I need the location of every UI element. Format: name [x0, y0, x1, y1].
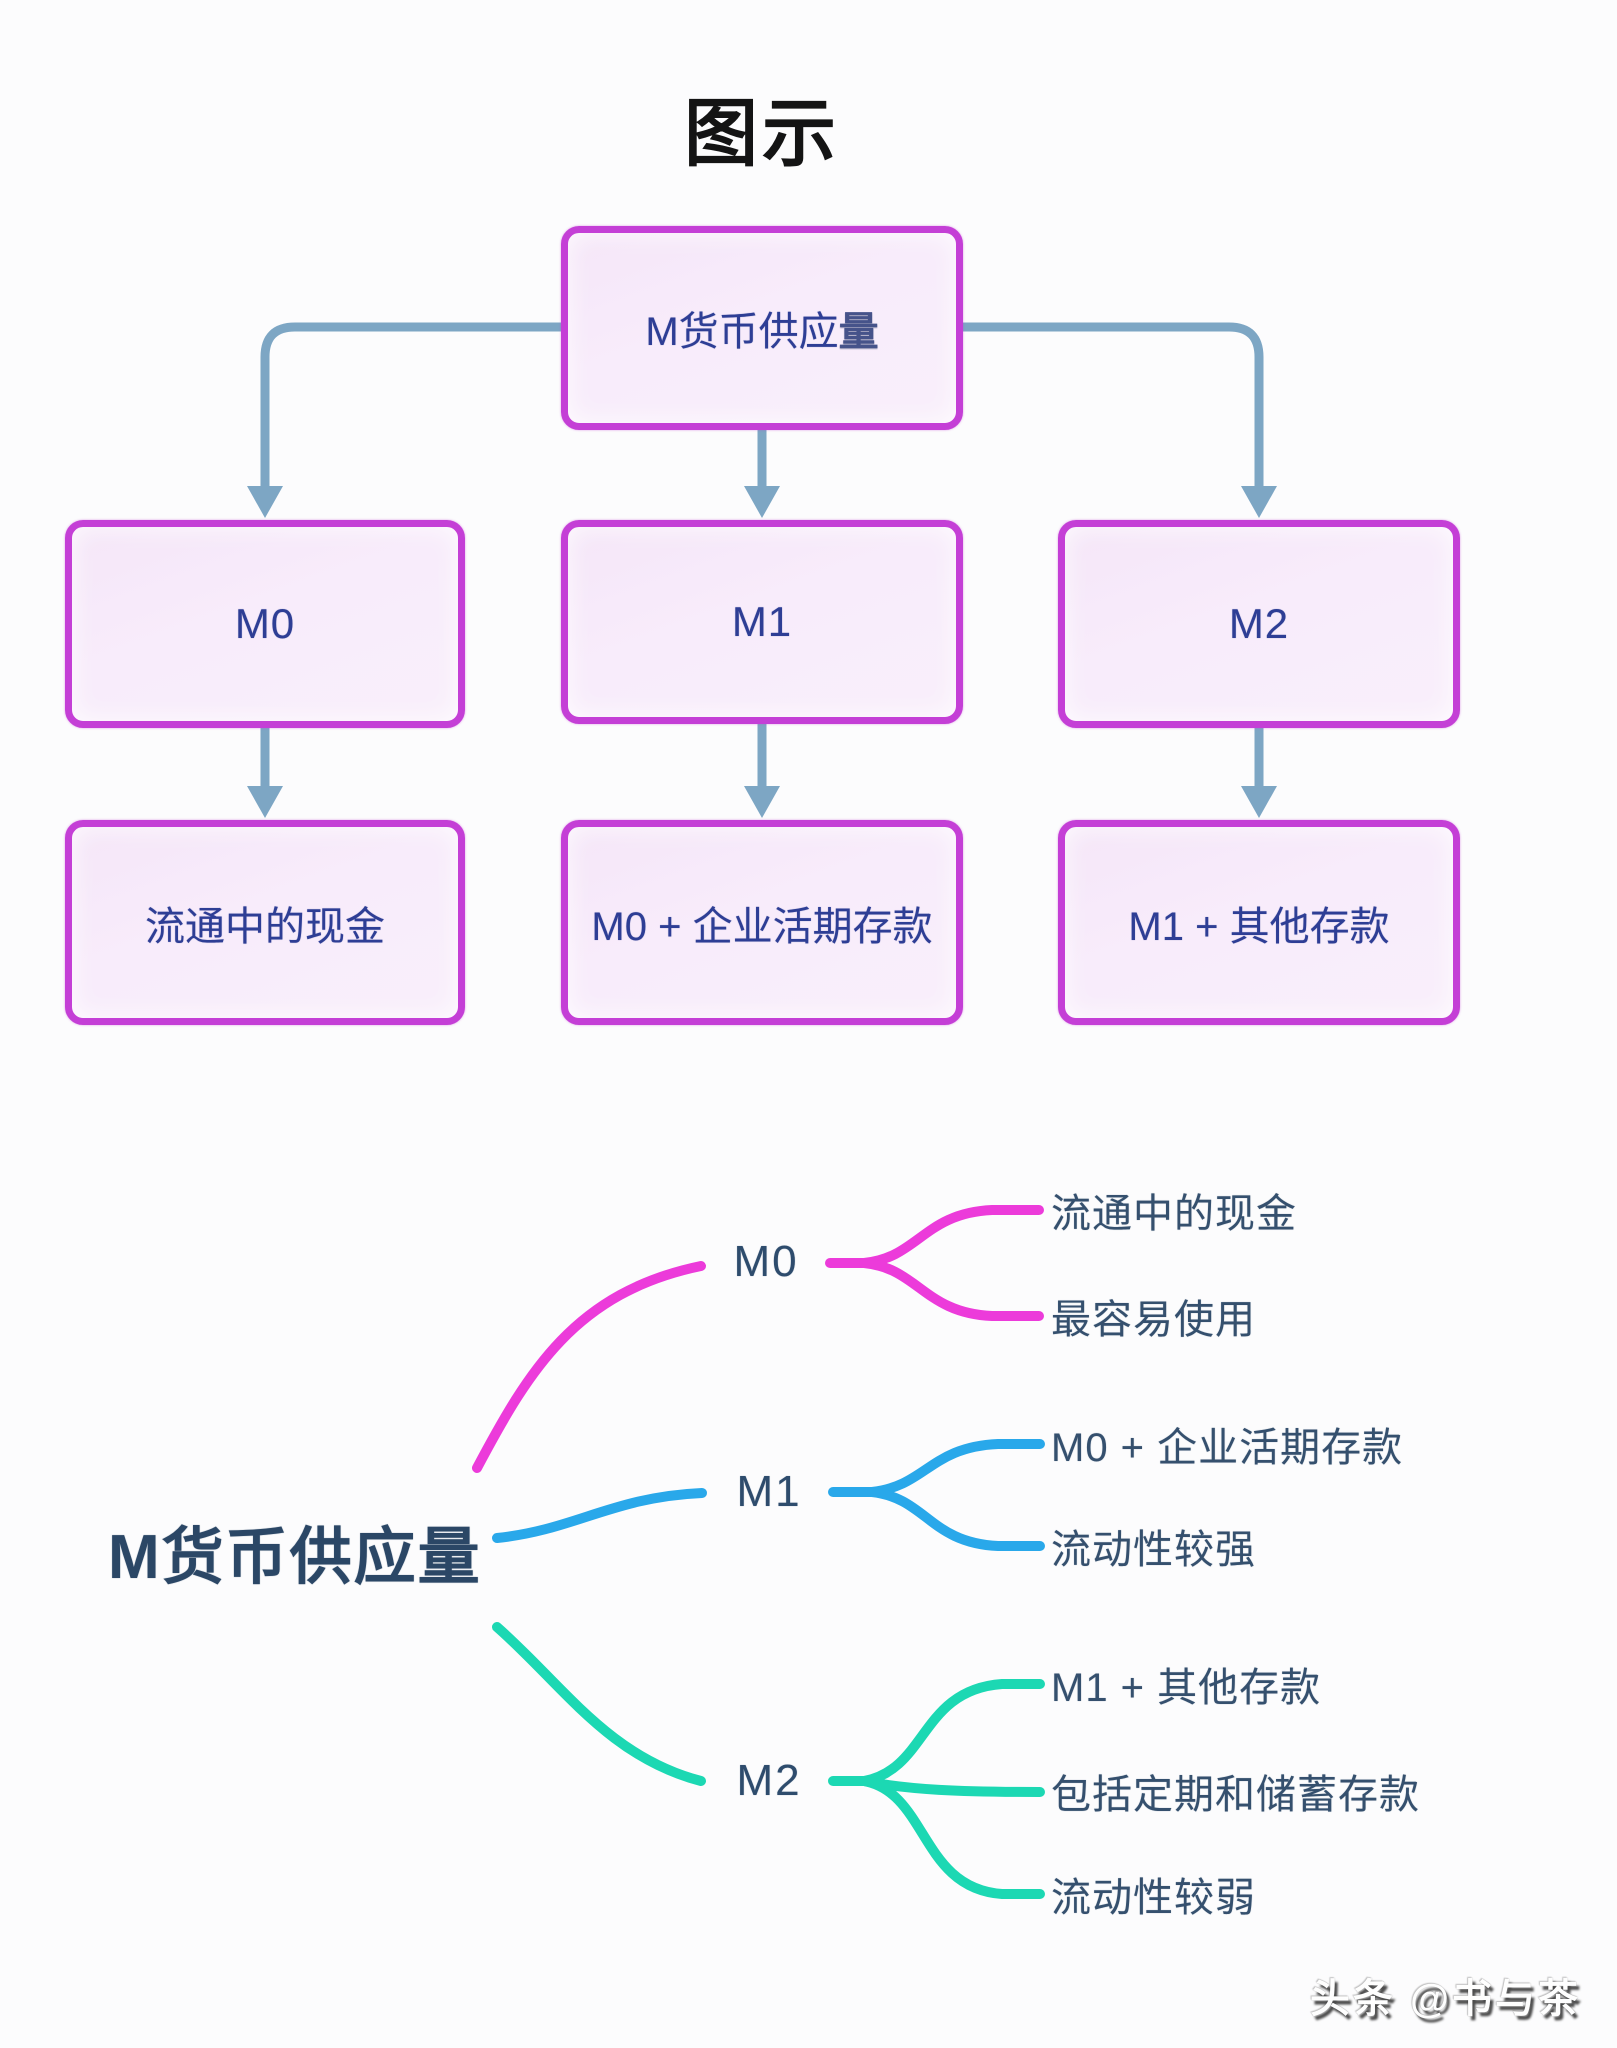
arrowhead-detail-0 [247, 786, 283, 818]
branch-m1-child-1 [867, 1487, 1045, 1551]
branch-m1-trunk [492, 1488, 707, 1543]
mindmap-label-m0: M0 [733, 1237, 799, 1286]
mindmap-label-m2: M2 [736, 1756, 802, 1805]
connector-root-to-m0 [260, 322, 561, 490]
flowchart-root-label: M货币供应量 [645, 299, 878, 357]
arrowhead-m1 [744, 486, 780, 518]
root-label-suffix: 量 [838, 310, 879, 354]
mindmap-child-m0-0: 流通中的现金 [1051, 1192, 1297, 1236]
branch-m0-child-0 [859, 1205, 1044, 1268]
flowchart-box-m1-detail: M0 + 企业活期存款 [561, 820, 963, 1025]
diagram-title: 图示 [684, 92, 840, 175]
flowchart-box-m2-detail: M1 + 其他存款 [1058, 820, 1460, 1025]
mindmap-child-m1-1: 流动性较强 [1051, 1528, 1256, 1572]
arrowhead-m2 [1241, 486, 1277, 518]
arrowhead-m0 [247, 486, 283, 518]
mindmap-child-m2-0: M1 + 其他存款 [1051, 1666, 1322, 1710]
mindmap-child-m0-1: 最容易使用 [1051, 1298, 1256, 1342]
mindmap-root-label: M货币供应量 [108, 1523, 482, 1592]
arrowhead-detail-2 [1241, 786, 1277, 818]
root-label-prefix: M货币供应 [645, 310, 839, 354]
mindmap-child-m2-1: 包括定期和储蓄存款 [1051, 1773, 1420, 1817]
flowchart-box-m0-detail: 流通中的现金 [65, 820, 465, 1025]
branch-m0-child-1 [859, 1258, 1044, 1321]
arrowhead-detail-1 [744, 786, 780, 818]
flowchart-box-m2: M2 [1058, 520, 1460, 728]
flowchart-box-root: M货币供应量 [561, 226, 963, 430]
branch-m2-child-1 [859, 1776, 1045, 1797]
mindmap-child-m2-2: 流动性较弱 [1051, 1876, 1256, 1920]
branch-m2-child-2 [859, 1776, 1045, 1899]
branch-m0-trunk [472, 1261, 706, 1473]
watermark: 头条 @书与茶 [1309, 1977, 1581, 2021]
mindmap-label-m1: M1 [736, 1467, 802, 1516]
connector-root-to-m2 [963, 322, 1264, 490]
flowchart-box-m0: M0 [65, 520, 465, 728]
mindmap-child-m1-0: M0 + 企业活期存款 [1051, 1426, 1404, 1470]
branch-m1-child-0 [867, 1439, 1045, 1497]
flowchart-box-m1: M1 [561, 520, 963, 724]
branch-m2-child-0 [859, 1679, 1045, 1786]
branch-m2-trunk [492, 1622, 706, 1786]
